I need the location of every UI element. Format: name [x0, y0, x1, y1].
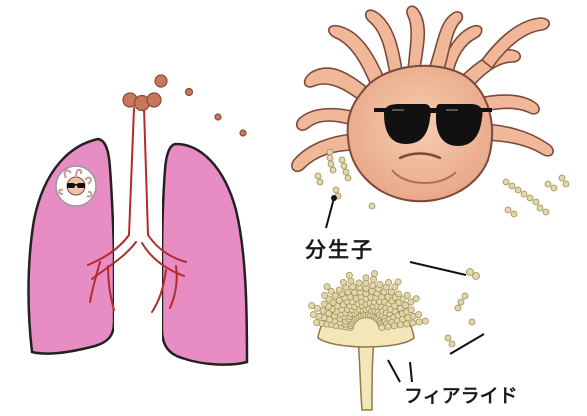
- conidium-bead: [346, 272, 352, 278]
- pointer-phialide-left: [388, 360, 400, 382]
- conidium-bead: [404, 292, 410, 298]
- conidium-bead: [397, 322, 403, 328]
- conidium-bead: [371, 271, 377, 277]
- pointer-conidia-character: [326, 198, 334, 228]
- conidium-bead: [379, 325, 385, 331]
- conidium-bead: [385, 324, 391, 330]
- conidium-bead: [320, 308, 326, 314]
- conidium-bead: [413, 296, 419, 302]
- conidium-bead: [309, 303, 315, 309]
- pointer-conidia-chain: [410, 262, 466, 275]
- inhaled-spores: [123, 75, 246, 136]
- conidium-bead: [408, 307, 414, 313]
- conidium-bead: [395, 279, 401, 285]
- conidium-bead: [370, 282, 376, 288]
- right-lung: [162, 144, 247, 365]
- conidium-bead: [371, 276, 377, 282]
- conidium-bead: [356, 280, 362, 286]
- mini-mold-icon: [56, 166, 96, 206]
- pointer-phialide-mid: [410, 362, 412, 382]
- conidium-bead: [322, 292, 328, 298]
- conidium-bead: [336, 287, 342, 293]
- conidium-bead: [422, 318, 428, 324]
- conidium-bead: [350, 284, 356, 290]
- conidium-bead: [340, 279, 346, 285]
- conidium-bead: [348, 278, 354, 284]
- conidium-bead: [416, 319, 422, 325]
- conidium-bead: [310, 312, 316, 318]
- conidium-bead: [321, 301, 327, 307]
- conidium-bead: [314, 320, 320, 326]
- conidium-bead: [391, 323, 397, 329]
- conidia-label: 分生子: [305, 234, 374, 264]
- conidium-bead: [324, 284, 330, 290]
- conidium-bead: [395, 291, 401, 297]
- mold-character-icon: [292, 6, 569, 217]
- conidium-bead: [314, 305, 320, 311]
- conidium-bead: [404, 321, 410, 327]
- conidium-bead: [351, 289, 357, 295]
- conidium-bead: [386, 279, 392, 285]
- conidium-bead: [363, 275, 369, 281]
- lungs: [29, 75, 248, 365]
- conidium-bead: [377, 281, 383, 287]
- phialide-label: フィアライド: [404, 381, 518, 408]
- conidium-bead: [416, 312, 422, 318]
- conidium-bead: [410, 320, 416, 326]
